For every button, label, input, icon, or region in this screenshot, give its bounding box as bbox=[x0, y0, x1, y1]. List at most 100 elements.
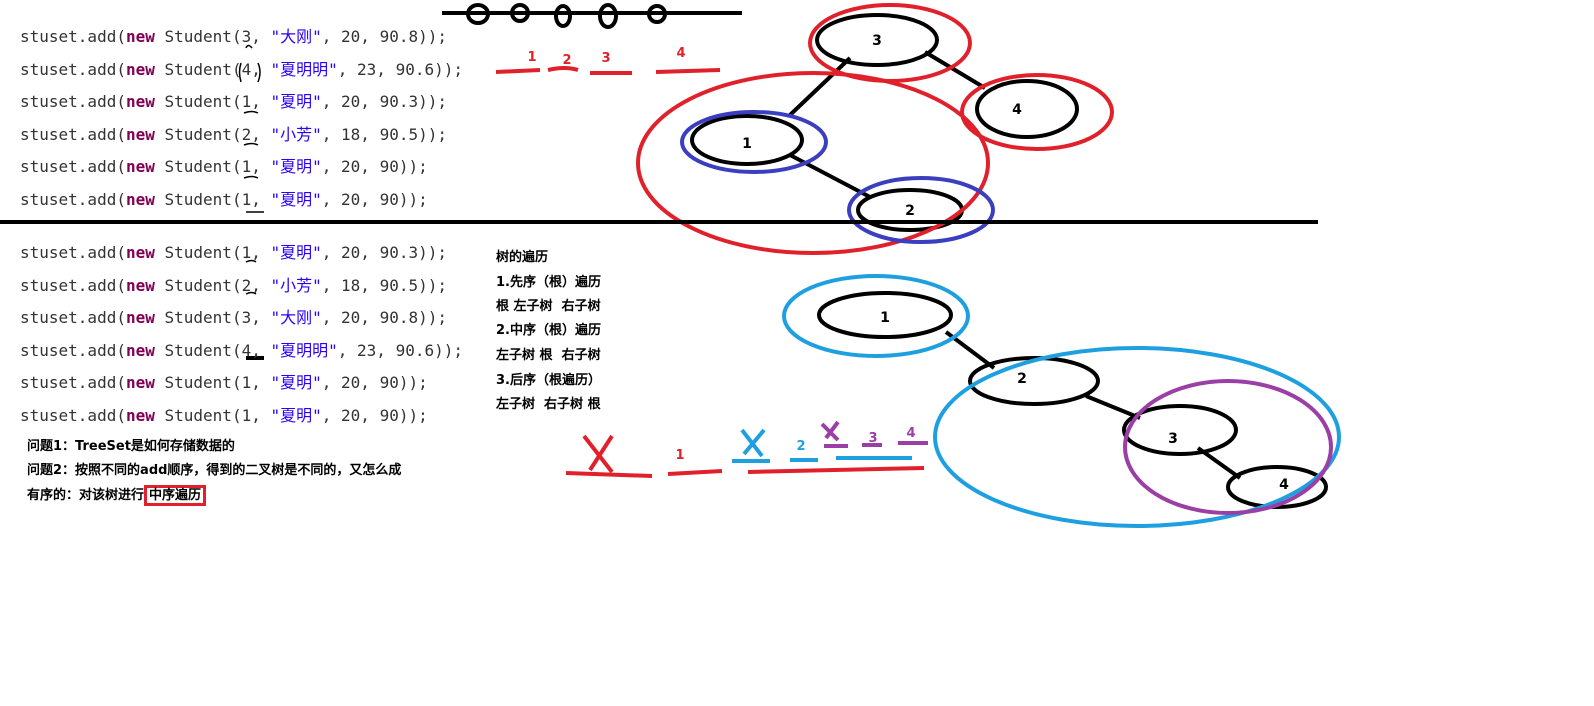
code-token-name: "小芳" bbox=[270, 124, 322, 144]
postorder-heading: 3.后序（根遍历） bbox=[496, 373, 601, 388]
code-token-kw: new bbox=[125, 92, 155, 111]
code-line: stuset.add(new Student(4, "夏明明", 23, 90.… bbox=[20, 60, 463, 80]
code-line: stuset.add(new Student(4, "夏明明", 23, 90.… bbox=[20, 341, 463, 361]
bottom-sequence-label-purple: 3 bbox=[868, 431, 877, 446]
code-token-sep: , bbox=[251, 340, 271, 360]
code-token-rest: , 23, 90.6)); bbox=[337, 340, 463, 360]
bottom-tree-node-label: 4 bbox=[1279, 477, 1289, 493]
code-token-kw: new bbox=[125, 308, 155, 327]
code-token-kw: new bbox=[125, 275, 155, 295]
code-token-id: 3 bbox=[241, 27, 252, 46]
code-token-rest: , 23, 90.6)); bbox=[337, 59, 463, 79]
code-token-cls: Student( bbox=[154, 405, 242, 425]
code-token-cls: Student( bbox=[154, 92, 242, 111]
code-token-method: .add( bbox=[77, 405, 126, 425]
code-token-id: 4 bbox=[241, 59, 252, 79]
code-token-id: 4 bbox=[241, 340, 252, 360]
code-token-name: "夏明明" bbox=[270, 340, 338, 360]
code-token-kw: new bbox=[125, 243, 155, 262]
code-token-method: .add( bbox=[77, 59, 126, 79]
code-token-sep: , bbox=[251, 189, 271, 209]
code-token-obj: stuset bbox=[20, 275, 78, 295]
code-token-method: .add( bbox=[77, 189, 126, 209]
top-tree-node-label: 1 bbox=[742, 136, 752, 152]
code-token-rest: , 18, 90.5)); bbox=[321, 124, 447, 144]
code-line: stuset.add(new Student(1, "夏明", 20, 90))… bbox=[20, 373, 428, 393]
bottom-sequence-label-purple: 4 bbox=[906, 426, 915, 441]
bottom-tree-node-label: 1 bbox=[880, 310, 890, 326]
code-token-id: 1 bbox=[241, 243, 252, 262]
code-token-name: "大刚" bbox=[270, 308, 322, 327]
code-line: stuset.add(new Student(1, "夏明", 20, 90))… bbox=[20, 406, 428, 426]
code-token-id: 1 bbox=[241, 92, 252, 111]
code-token-name: "夏明" bbox=[270, 92, 322, 111]
code-token-cls: Student( bbox=[154, 275, 242, 295]
code-line: stuset.add(new Student(3, "大刚", 20, 90.8… bbox=[20, 27, 447, 47]
code-token-method: .add( bbox=[77, 27, 126, 46]
top-sequence-underlines bbox=[495, 66, 721, 75]
code-token-rest: , 18, 90.5)); bbox=[321, 275, 447, 295]
code-token-sep: , bbox=[251, 275, 271, 295]
inorder-heading: 2.中序（根）遍历 bbox=[496, 323, 601, 338]
code-line: stuset.add(new Student(1, "夏明", 20, 90))… bbox=[20, 157, 428, 177]
code-line: stuset.add(new Student(2, "小芳", 18, 90.5… bbox=[20, 125, 447, 145]
code-token-method: .add( bbox=[77, 373, 126, 392]
bottom-sequence-label-blue: 2 bbox=[796, 439, 805, 454]
top-sequence-label: 2 bbox=[562, 53, 571, 68]
code-token-name: "夏明" bbox=[270, 189, 322, 209]
code-token-obj: stuset bbox=[20, 124, 78, 144]
code-token-rest: , 20, 90)); bbox=[321, 157, 428, 176]
code-token-method: .add( bbox=[77, 92, 126, 111]
code-token-kw: new bbox=[125, 189, 155, 209]
bottom-tree-highlight-circles bbox=[782, 274, 1341, 528]
code-token-rest: , 20, 90.3)); bbox=[321, 243, 447, 262]
code-token-cls: Student( bbox=[154, 124, 242, 144]
traversal-title: 树的遍历 bbox=[496, 250, 549, 265]
top-tree-highlight-circles bbox=[636, 3, 1114, 255]
code-token-cls: Student( bbox=[154, 308, 242, 327]
preorder-heading: 1.先序（根）遍历 bbox=[496, 275, 601, 290]
inorder-highlight-box: 中序遍历 bbox=[144, 485, 207, 506]
code-token-sep: , bbox=[251, 59, 271, 79]
code-token-name: "夏明" bbox=[270, 157, 322, 176]
code-token-id: 1 bbox=[241, 405, 252, 425]
code-token-method: .add( bbox=[77, 340, 126, 360]
code-token-obj: stuset bbox=[20, 27, 78, 46]
code-token-id: 1 bbox=[241, 157, 252, 176]
top-tree-node-ellipses bbox=[690, 13, 1079, 232]
code-token-kw: new bbox=[125, 373, 155, 392]
code-token-cls: Student( bbox=[154, 157, 242, 176]
code-token-sep: , bbox=[251, 27, 271, 46]
code-token-kw: new bbox=[125, 124, 155, 144]
top-sequence-label: 3 bbox=[601, 51, 610, 66]
code-token-kw: new bbox=[125, 59, 155, 79]
code-token-cls: Student( bbox=[154, 373, 242, 392]
code-token-sep: , bbox=[251, 373, 271, 392]
code-token-rest: , 20, 90)); bbox=[321, 373, 428, 392]
code-token-kw: new bbox=[125, 340, 155, 360]
code-token-id: 2 bbox=[241, 124, 252, 144]
code-token-obj: stuset bbox=[20, 59, 78, 79]
code-token-name: "夏明" bbox=[270, 243, 322, 262]
question-2-continued: 有序的：对该树进行中序遍历 bbox=[27, 485, 207, 506]
code-token-cls: Student( bbox=[154, 59, 242, 79]
code-token-sep: , bbox=[251, 405, 271, 425]
code-token-name: "夏明" bbox=[270, 373, 322, 392]
bottom-tree-node-ellipses bbox=[817, 291, 1328, 509]
bottom-sequence-label-red: 1 bbox=[675, 448, 684, 463]
inorder-order: 左子树 根 右子树 bbox=[496, 348, 601, 363]
code-token-cls: Student( bbox=[154, 243, 242, 262]
code-token-sep: , bbox=[251, 124, 271, 144]
top-sequence-label: 4 bbox=[676, 46, 685, 61]
code-token-id: 1 bbox=[241, 189, 252, 209]
bottom-tree-node-label: 3 bbox=[1168, 431, 1178, 447]
bottom-tree-node-label: 2 bbox=[1017, 371, 1027, 387]
top-scribble bbox=[442, 3, 742, 29]
code-token-name: "夏明明" bbox=[270, 59, 338, 79]
code-token-obj: stuset bbox=[20, 243, 78, 262]
code-token-id: 3 bbox=[241, 308, 252, 327]
